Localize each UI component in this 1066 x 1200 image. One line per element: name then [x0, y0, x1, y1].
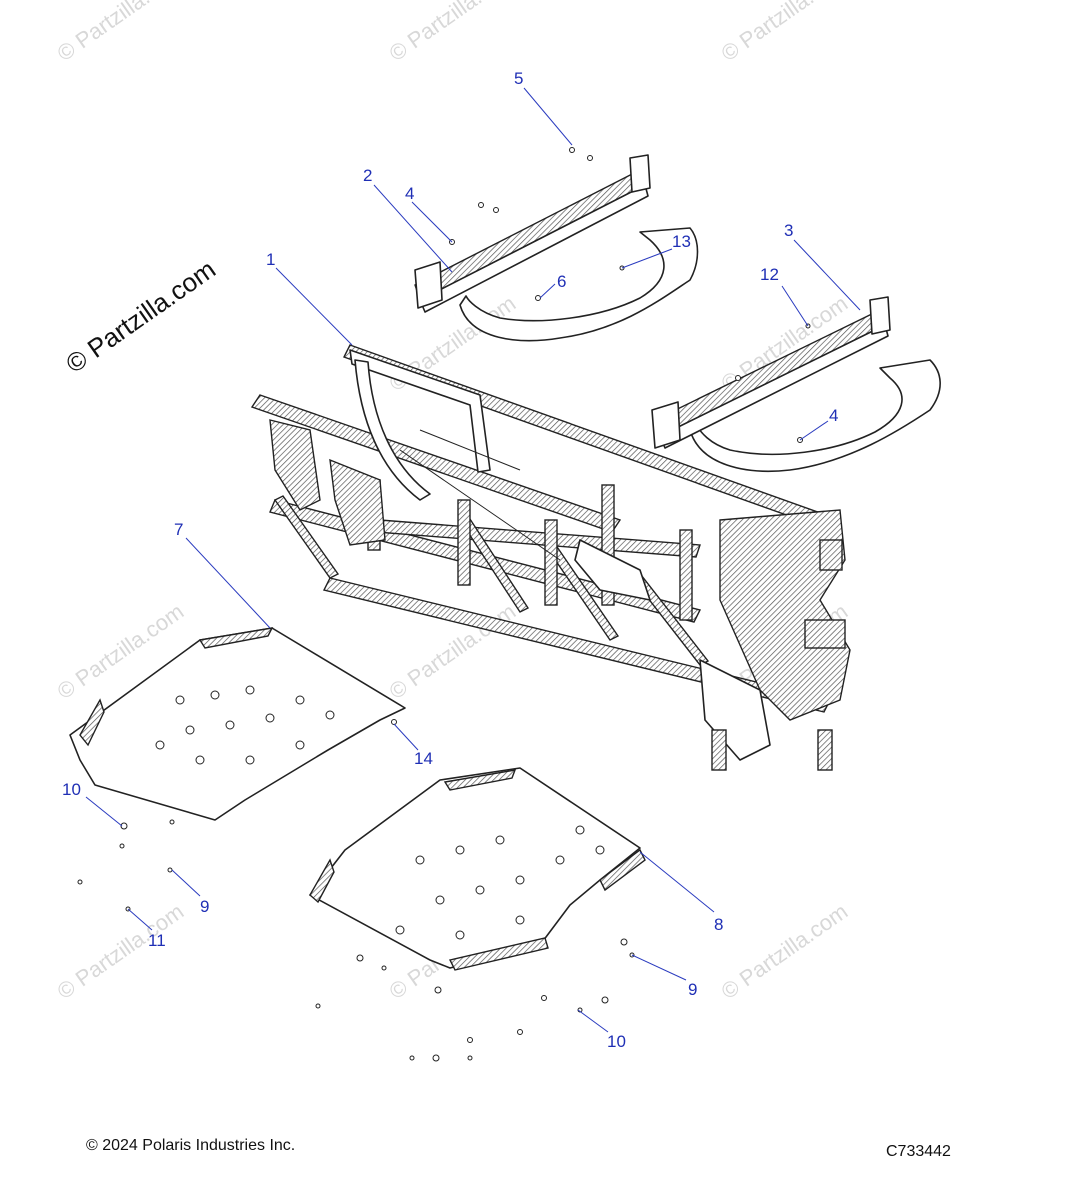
floor-panel-left: [69, 627, 406, 821]
callout-9-left: 9: [200, 897, 209, 916]
callout-14: 14: [414, 749, 433, 768]
watermark-tile: © Partzilla.com: [385, 0, 521, 66]
callout-5: 5: [514, 69, 523, 88]
callout-12: 12: [760, 265, 779, 284]
callout-10-left: 10: [62, 780, 81, 799]
seat-frame-rear: [651, 296, 941, 473]
floor-holes-right: [395, 825, 605, 940]
callout-6: 6: [557, 272, 566, 291]
watermark-tile: © Partzilla.com: [717, 0, 853, 66]
partzilla-watermark: © Partzilla.com: [60, 254, 221, 379]
callout-7: 7: [174, 520, 183, 539]
drawing-number: C733442: [886, 1143, 951, 1160]
callout-labels: 1 2 3 4 4 5 6 7 8 9 9 10 10 11 12 13 14: [62, 69, 838, 1051]
callout-13: 13: [672, 232, 691, 251]
main-frame: [250, 344, 851, 771]
copyright-notice: © 2024 Polaris Industries Inc.: [86, 1137, 296, 1154]
leader-lines: [85, 87, 861, 1033]
callout-8: 8: [714, 915, 723, 934]
floor-panel-right: [309, 767, 646, 971]
callout-3: 3: [784, 221, 793, 240]
callout-4-front-seat: 4: [405, 184, 414, 203]
callout-11: 11: [148, 931, 166, 950]
callout-2: 2: [363, 166, 372, 185]
floor-holes-left: [155, 685, 335, 765]
watermark-tile: © Partzilla.com: [717, 899, 853, 1005]
callout-9-right: 9: [688, 980, 697, 999]
callout-10-right: 10: [607, 1032, 626, 1051]
callout-1: 1: [266, 250, 275, 269]
callout-4-rear-seat: 4: [829, 406, 838, 425]
watermark-tile: © Partzilla.com: [53, 899, 189, 1005]
watermark-tile: © Partzilla.com: [53, 0, 189, 66]
seat-frame-front: [414, 154, 699, 342]
